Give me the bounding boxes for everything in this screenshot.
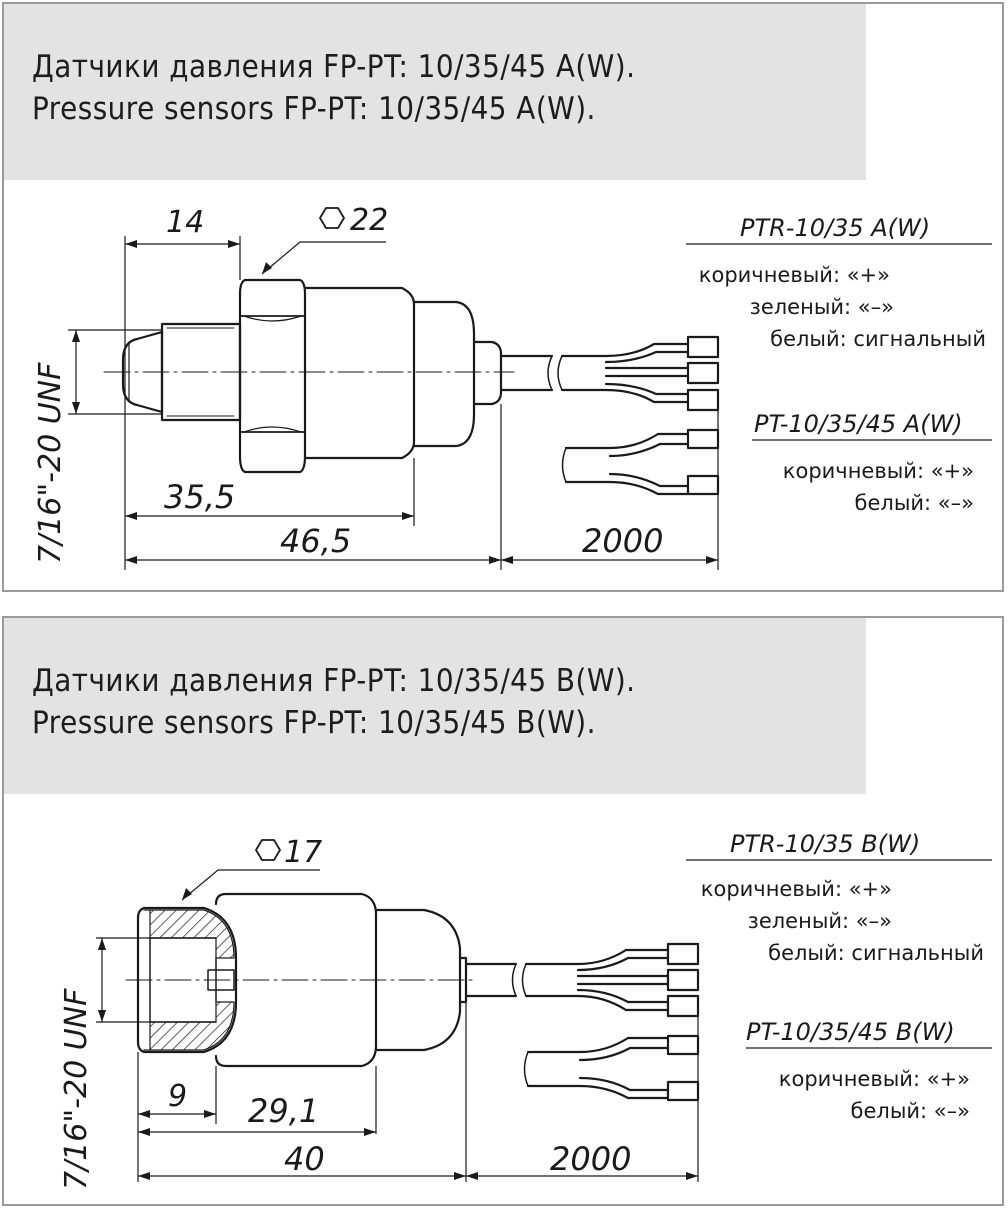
ptr-wire3-a: белый: сигнальный xyxy=(770,327,986,351)
cap-b xyxy=(374,908,462,1052)
terminal-b2 xyxy=(666,968,700,992)
dim-2000-b: 2000 xyxy=(550,1140,631,1178)
terminal-b4 xyxy=(666,1034,700,1056)
body-a xyxy=(303,286,416,460)
panel-b-title-ru: Датчики давления FP-PT: 10/35/45 B(W). xyxy=(32,663,636,699)
ptr-wire2-a: зеленый: «–» xyxy=(750,295,894,319)
ptr-wire2-b: зеленый: «–» xyxy=(748,909,892,933)
ptr-wire1-b: коричневый: «+» xyxy=(701,877,892,901)
ptr-wire1-a: коричневый: «+» xyxy=(699,263,890,287)
dim-hex-b: 17 xyxy=(284,835,322,870)
terminal-a2 xyxy=(686,361,720,385)
thread-label-b: 7/16"-20 UNF xyxy=(59,988,94,1190)
body-b xyxy=(214,892,378,1068)
pt-wire1-b: коричневый: «+» xyxy=(779,1067,970,1091)
dim-9: 9 xyxy=(168,1079,187,1114)
panel-b-title-en: Pressure sensors FP-PT: 10/35/45 B(W). xyxy=(32,705,596,741)
hex-icon-b xyxy=(254,839,282,861)
dim-14: 14 xyxy=(166,205,204,240)
terminal-a3 xyxy=(686,388,720,412)
pt-model-a: PT-10/35/45 A(W) xyxy=(754,410,963,438)
ptr-wire3-b: белый: сигнальный xyxy=(768,941,984,965)
hex-nut-a xyxy=(238,278,307,474)
panel-a: Датчики давления FP-PT: 10/35/45 A(W). P… xyxy=(2,2,1004,592)
terminal-a5 xyxy=(686,474,720,496)
pt-wire2-a: белый: «–» xyxy=(855,491,974,515)
ptr-model-a: PTR-10/35 A(W) xyxy=(740,214,930,242)
terminal-b1 xyxy=(666,942,700,966)
panel-b-drawing: 17 9 29,1 40 2000 7/16"-20 UNF PTR-10/35… xyxy=(59,830,992,1190)
dim-35-5: 35,5 xyxy=(164,478,235,516)
dim-29-1: 29,1 xyxy=(248,1092,319,1130)
hex-icon-a xyxy=(318,207,346,229)
pt-wire1-a: коричневый: «+» xyxy=(783,459,974,483)
terminal-a1 xyxy=(686,335,720,359)
terminal-b3 xyxy=(666,994,700,1018)
terminal-a4 xyxy=(686,428,720,450)
ptr-model-b: PTR-10/35 B(W) xyxy=(730,830,920,858)
hex-fitting-b xyxy=(136,906,238,1054)
nipple-a xyxy=(121,330,164,414)
panel-b: Датчики давления FP-PT: 10/35/45 B(W). P… xyxy=(2,616,1004,1206)
pt-model-b: PT-10/35/45 B(W) xyxy=(746,1018,955,1046)
terminal-b5 xyxy=(666,1080,700,1102)
gland-a xyxy=(472,340,503,406)
pt-wire2-b: белый: «–» xyxy=(851,1099,970,1123)
cap-a xyxy=(412,300,476,448)
panel-b-header: Датчики давления FP-PT: 10/35/45 B(W). P… xyxy=(4,618,866,794)
dim-hex-a: 22 xyxy=(350,203,388,238)
dim-46-5: 46,5 xyxy=(280,522,351,560)
thread-label-a: 7/16"-20 UNF xyxy=(33,362,68,564)
dim-40: 40 xyxy=(284,1140,325,1178)
panel-a-title-en: Pressure sensors FP-PT: 10/35/45 A(W). xyxy=(32,91,596,127)
panel-a-title-ru: Датчики давления FP-PT: 10/35/45 A(W). xyxy=(32,49,636,85)
panel-a-header: Датчики давления FP-PT: 10/35/45 A(W). P… xyxy=(4,4,866,180)
dim-2000-a: 2000 xyxy=(582,522,663,560)
panel-a-drawing: 22 14 35,5 46,5 2000 7/16"-20 UNF PTR-10… xyxy=(33,203,992,570)
